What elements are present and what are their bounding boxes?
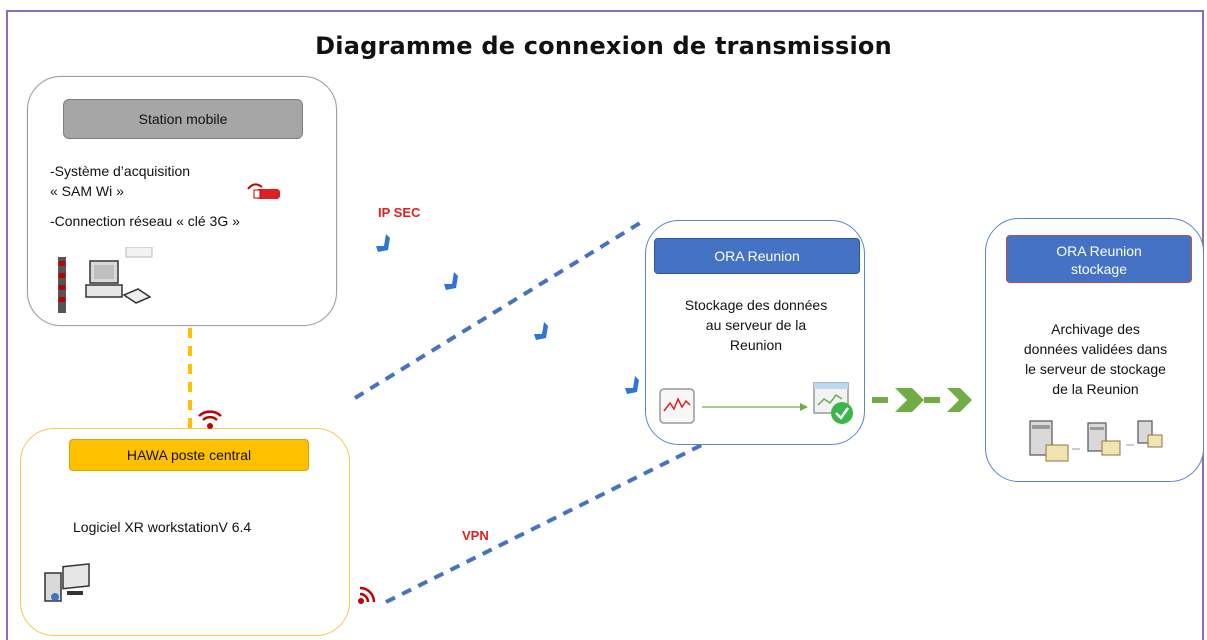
validated-data-icon xyxy=(813,382,853,424)
station-mobile-panel: Station mobile -Système d’acquisition « … xyxy=(27,76,337,326)
stockage-desc-line4: de la Reunion xyxy=(1052,381,1139,397)
storage-servers-icon xyxy=(1029,420,1163,462)
stockage-desc-line1: Archivage des xyxy=(1051,321,1140,337)
vpn-label: VPN xyxy=(462,528,489,543)
ora-reunion-header: ORA Reunion xyxy=(654,238,860,274)
acquisition-label: -Système d’acquisition xyxy=(50,163,191,179)
raw-data-chart-icon xyxy=(659,388,695,424)
stockage-desc-line2: données validées dans xyxy=(1023,341,1168,357)
hawa-panel: HAWA poste central Logiciel XR workstati… xyxy=(20,428,350,636)
flow-arrow-icon xyxy=(702,403,808,411)
station-mobile-header: Station mobile xyxy=(63,99,303,139)
ora-desc-line3: Reunion xyxy=(729,337,783,353)
vpn-signal-icon xyxy=(358,586,376,604)
ora-stockage-header: ORA Reunion stockage xyxy=(1006,235,1192,283)
ora-stockage-header-line2: stockage xyxy=(1070,261,1128,277)
software-label: Logiciel XR workstationV 6.4 xyxy=(73,519,252,535)
sam-wi-label: « SAM Wi » xyxy=(50,183,124,199)
acquisition-station-icon xyxy=(58,247,153,313)
ipsec-label: IP SEC xyxy=(378,205,421,220)
ora-desc-line2: au serveur de la xyxy=(705,317,807,333)
ora-stockage-panel: ORA Reunion stockage Archivage des donné… xyxy=(985,218,1204,482)
ora-desc-line1: Stockage des données xyxy=(684,297,828,313)
stockage-desc-line3: le serveur de stockage xyxy=(1025,361,1166,377)
wifi-icon xyxy=(198,410,222,429)
hawa-header: HAWA poste central xyxy=(69,439,309,471)
diagram-title: Diagramme de connexion de transmission xyxy=(315,32,892,60)
3g-key-icon xyxy=(247,183,280,199)
network-key-label: -Connection réseau « clé 3G » xyxy=(50,213,240,229)
ora-reunion-panel: ORA Reunion Stockage des données au serv… xyxy=(645,220,865,445)
workstation-icon xyxy=(44,563,90,602)
ora-stockage-header-line1: ORA Reunion xyxy=(1056,243,1142,259)
